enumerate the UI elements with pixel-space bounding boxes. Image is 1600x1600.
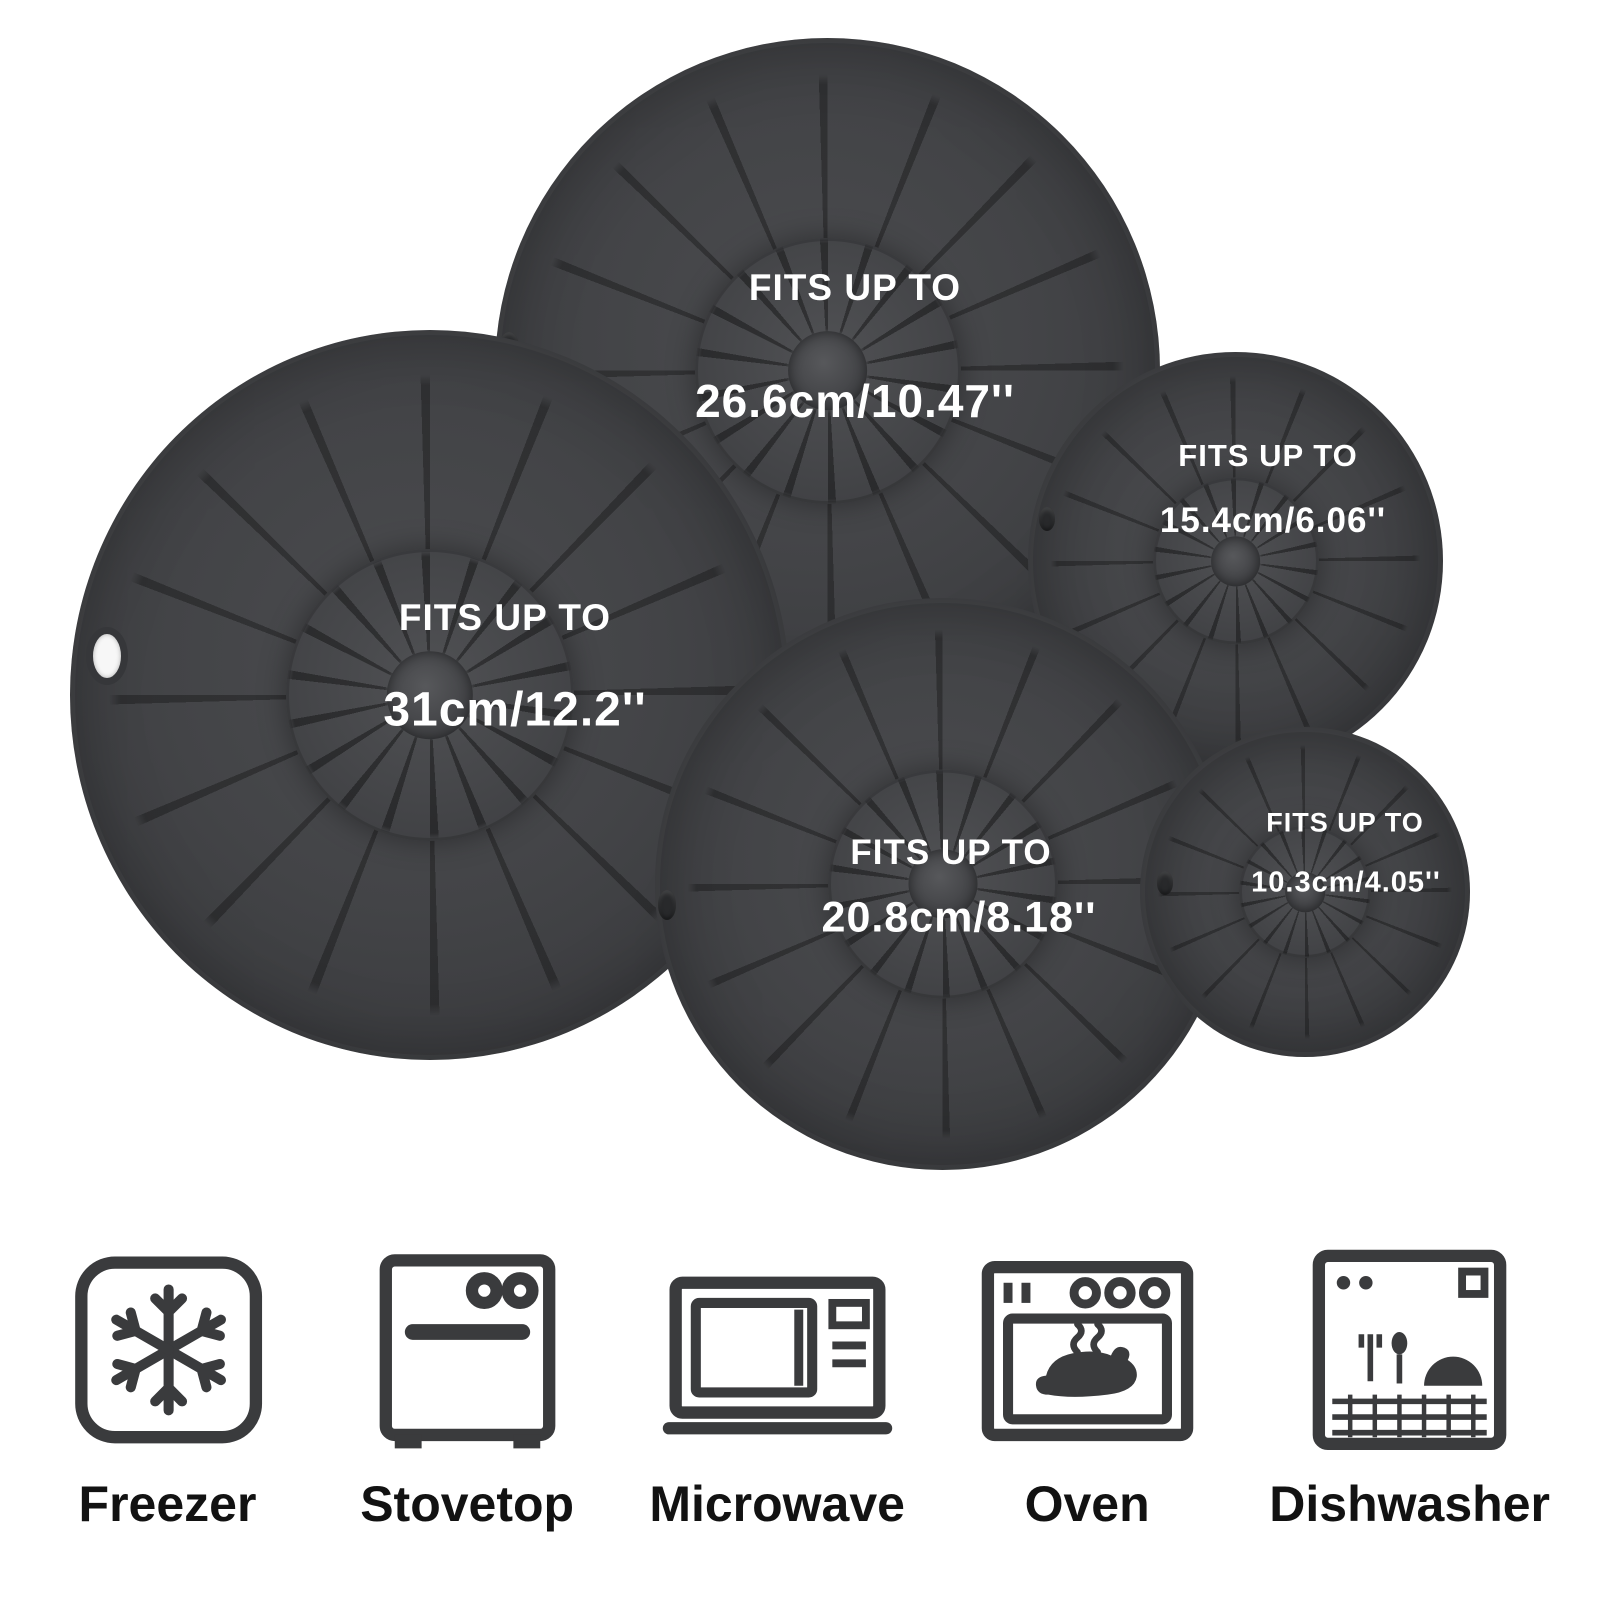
lid-dome xyxy=(694,237,961,504)
feature-freezer: Freezer xyxy=(50,1238,285,1533)
compatibility-row: Freezer Stovetop xyxy=(0,1238,1600,1588)
feature-label: Microwave xyxy=(649,1476,905,1532)
lid-hang-hole xyxy=(1157,871,1173,895)
lid-20-8cm: FITS UP TO 20.8cm/8.18'' xyxy=(655,598,1230,1170)
lid-10-3cm: FITS UP TO 10.3cm/4.05'' xyxy=(1140,727,1470,1057)
fits-up-to-label: FITS UP TO xyxy=(748,267,962,308)
lid-dome xyxy=(827,769,1058,999)
stovetop-icon xyxy=(379,1254,556,1449)
lid-size-label: 10.3cm/4.05'' xyxy=(1251,866,1441,899)
lid-hang-hole xyxy=(658,890,676,920)
lid-hang-hole xyxy=(93,634,121,678)
lid-31cm: FITS UP TO 31cm/12.2'' xyxy=(70,330,790,1060)
freezer-icon xyxy=(75,1256,263,1444)
feature-oven: Oven xyxy=(970,1238,1205,1533)
fits-up-to-label: FITS UP TO xyxy=(850,833,1052,872)
lid-size-label: 15.4cm/6.06'' xyxy=(1159,501,1387,540)
lid-hang-hole xyxy=(1039,507,1055,531)
lid-15-4cm: FITS UP TO 15.4cm/6.06'' xyxy=(1028,352,1443,770)
lid-size-label: 20.8cm/8.18'' xyxy=(821,893,1097,942)
microwave-icon xyxy=(662,1276,892,1435)
lid-dome xyxy=(1152,477,1319,645)
feature-label: Oven xyxy=(1024,1476,1150,1532)
feature-dishwasher: Dishwasher xyxy=(1269,1238,1550,1533)
lid-26-6cm: FITS UP TO 26.6cm/10.47'' xyxy=(495,38,1160,703)
oven-icon xyxy=(981,1260,1193,1442)
feature-label: Dishwasher xyxy=(1269,1476,1550,1532)
feature-label: Stovetop xyxy=(360,1476,575,1532)
fits-up-to-label: FITS UP TO xyxy=(1178,438,1358,473)
feature-microwave: Microwave xyxy=(649,1238,905,1533)
fits-up-to-label: FITS UP TO xyxy=(398,597,612,638)
lid-dome xyxy=(1239,826,1371,958)
feature-label: Freezer xyxy=(78,1476,257,1532)
lid-size-label: 31cm/12.2'' xyxy=(383,683,647,737)
dishwasher-icon xyxy=(1312,1249,1507,1451)
feature-stovetop: Stovetop xyxy=(350,1238,585,1533)
lid-size-label: 26.6cm/10.47'' xyxy=(695,375,1015,427)
lid-dome xyxy=(286,549,574,841)
fits-up-to-label: FITS UP TO xyxy=(1266,807,1424,838)
